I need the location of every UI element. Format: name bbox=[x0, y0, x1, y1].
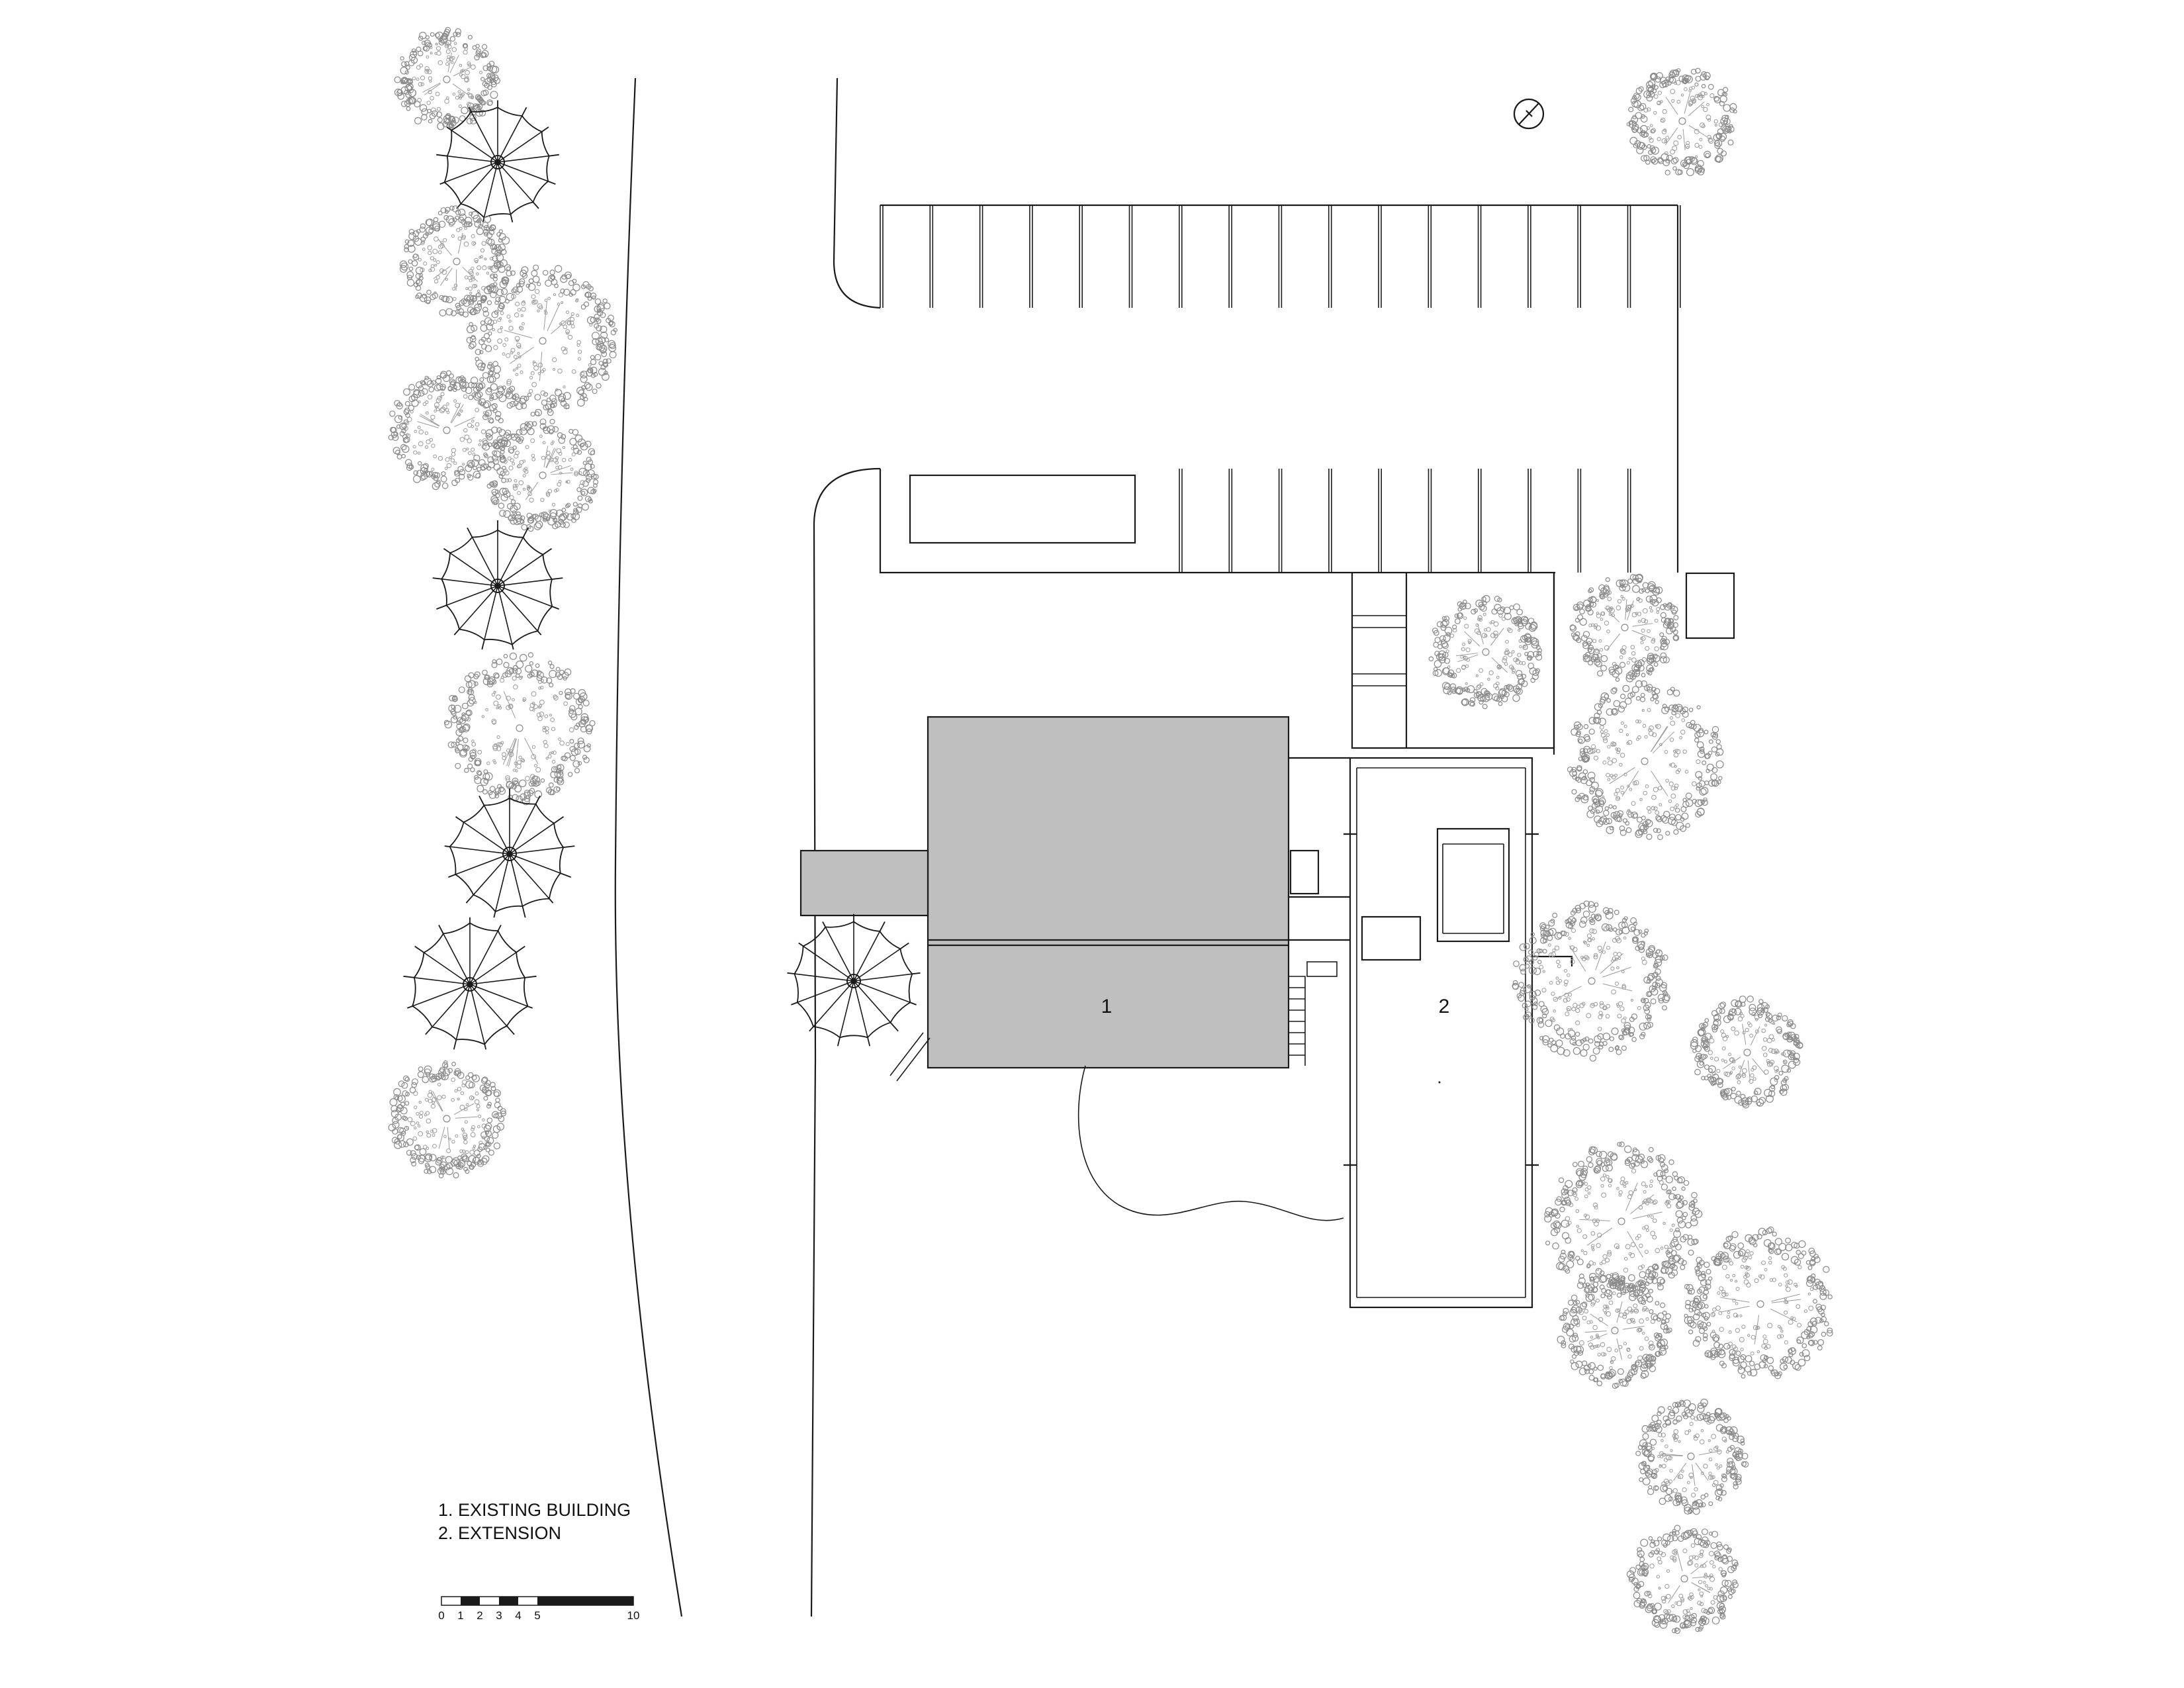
covered-bridge bbox=[799, 849, 929, 917]
deciduous-tree-icon bbox=[1428, 594, 1543, 710]
legend-item-existing: 1. EXISTING BUILDING bbox=[438, 1500, 631, 1520]
deciduous-tree-icon bbox=[388, 1060, 507, 1179]
deciduous-tree-icon bbox=[394, 26, 500, 130]
deciduous-tree-icon bbox=[1684, 1226, 1833, 1380]
deciduous-tree-icon bbox=[1626, 1524, 1739, 1634]
conifer-tree-icon bbox=[444, 788, 575, 918]
deciduous-tree-icon bbox=[388, 370, 506, 491]
label-extension: 2 bbox=[1439, 996, 1450, 1017]
utility-box bbox=[1685, 572, 1735, 639]
deciduous-tree-icon bbox=[486, 418, 599, 532]
scale-tick-0: 0 bbox=[438, 1609, 444, 1622]
deciduous-tree-icon bbox=[1690, 996, 1803, 1109]
conifer-tree-icon bbox=[436, 100, 559, 223]
deciduous-tree-icon bbox=[1557, 1272, 1672, 1389]
existing-building-mass bbox=[927, 716, 1290, 1069]
legend: 1. EXISTING BUILDING 2. EXTENSION bbox=[438, 1500, 631, 1543]
extension-box bbox=[1361, 915, 1422, 961]
conifer-tree-icon bbox=[787, 914, 921, 1047]
parking-lot bbox=[879, 204, 1735, 639]
connector-box bbox=[1289, 849, 1320, 895]
deciduous-tree-icon bbox=[1569, 573, 1680, 682]
deciduous-tree-icon bbox=[399, 205, 512, 318]
scale-tick-1: 1 bbox=[457, 1609, 463, 1622]
scale-tick-3: 3 bbox=[496, 1609, 502, 1622]
parking-stalls-bottom bbox=[1179, 469, 1631, 573]
trees bbox=[388, 26, 1833, 1634]
courtyard bbox=[1351, 573, 1555, 755]
deciduous-tree-icon bbox=[1567, 680, 1724, 841]
north-arrow-icon bbox=[1513, 98, 1545, 130]
scale-tick-10: 10 bbox=[627, 1609, 640, 1622]
road-lines bbox=[614, 77, 881, 1617]
extension-building bbox=[1343, 757, 1573, 1309]
scale-tick-5: 5 bbox=[534, 1609, 540, 1622]
scale-bar: 0 1 2 3 4 5 10 bbox=[438, 1596, 640, 1622]
legend-item-extension: 2. EXTENSION bbox=[438, 1523, 561, 1543]
deciduous-tree-icon bbox=[1512, 900, 1670, 1062]
extension-outer-wall bbox=[1349, 757, 1533, 1309]
extension-room bbox=[1436, 827, 1510, 943]
label-existing-building: 1 bbox=[1101, 996, 1113, 1017]
scale-tick-2: 2 bbox=[477, 1609, 482, 1622]
deciduous-tree-icon bbox=[1626, 68, 1737, 177]
connector bbox=[1289, 757, 1350, 1066]
deciduous-tree-icon bbox=[1635, 1398, 1749, 1515]
scale-tick-4: 4 bbox=[515, 1609, 521, 1622]
parking-stalls-top bbox=[880, 204, 1681, 308]
connector-landing bbox=[1306, 961, 1338, 977]
existing-building bbox=[799, 716, 1344, 1221]
deciduous-tree-icon bbox=[466, 264, 618, 417]
conifer-tree-icon bbox=[403, 917, 537, 1050]
parking-island bbox=[909, 474, 1136, 544]
deciduous-tree-icon bbox=[443, 652, 596, 806]
conifer-tree-icon bbox=[432, 520, 563, 650]
